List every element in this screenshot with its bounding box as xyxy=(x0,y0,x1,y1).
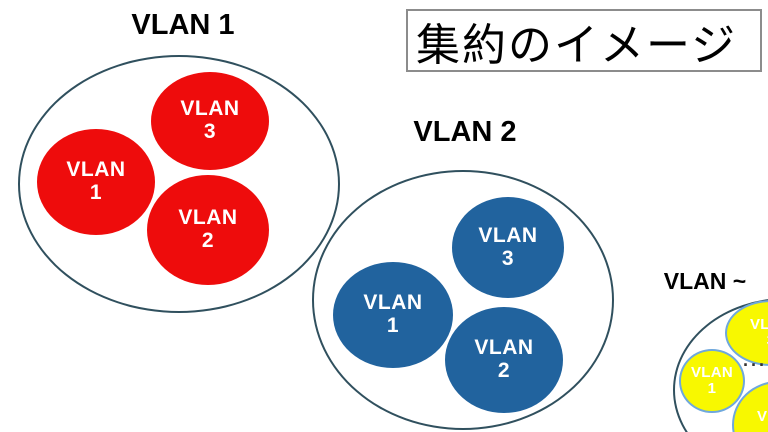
bubble-number: 1 xyxy=(89,181,103,204)
vlan3-bubble-blue: VLAN 3 xyxy=(452,197,564,298)
cluster-vlan2-label: VLAN 2 xyxy=(413,116,517,148)
page-title: 集約のイメージ xyxy=(416,20,738,70)
bubble-label: VLAN xyxy=(478,223,538,247)
bubble-label: VLAN xyxy=(178,206,238,230)
bubble-label: VLAN xyxy=(363,291,423,315)
vlan3-bubble-red: VLAN 3 xyxy=(151,72,269,170)
bubble-number: 3 xyxy=(501,246,515,270)
bubble-label: VLAN xyxy=(690,363,734,381)
bubble-label: VLAN xyxy=(756,407,768,425)
vlan2-bubble-blue: VLAN 2 xyxy=(445,307,563,413)
ellipsis-dots: ····· xyxy=(743,355,768,375)
bubble-label: VLAN xyxy=(749,315,768,333)
vlan1-bubble-yellow: VLAN 1 xyxy=(679,349,745,413)
bubble-label: VLAN xyxy=(180,97,240,121)
title-box: 集約のイメージ xyxy=(406,9,762,72)
bubble-label: VLAN xyxy=(66,158,126,182)
bubble-number: 2 xyxy=(497,359,511,382)
vlan2-bubble-red: VLAN 2 xyxy=(147,175,269,285)
bubble-number: 3 xyxy=(203,120,217,143)
bubble-number: 3 xyxy=(767,332,768,349)
vlan1-bubble-blue: VLAN 1 xyxy=(333,262,453,368)
bubble-number: 2 xyxy=(201,229,215,252)
vlan1-bubble-red: VLAN 1 xyxy=(37,129,155,235)
bubble-number: 1 xyxy=(386,314,400,337)
bubble-label: VLAN xyxy=(474,336,534,360)
cluster-vlan1-label: VLAN 1 xyxy=(131,9,235,41)
cluster-vlan-etc-label: VLAN ~ xyxy=(663,268,747,294)
bubble-number: 1 xyxy=(707,380,717,397)
